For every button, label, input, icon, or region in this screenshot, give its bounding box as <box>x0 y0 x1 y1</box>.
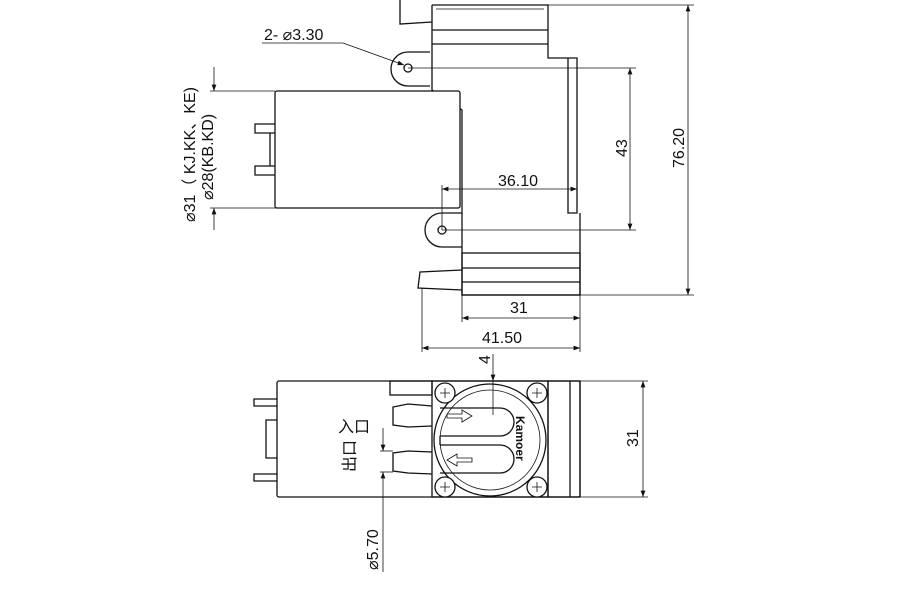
flow-channel <box>439 407 515 474</box>
motor-diameter-label-b: ⌀28(KB.KD) <box>200 114 217 200</box>
screw-icons <box>434 382 548 498</box>
pump-head-ring <box>433 383 547 497</box>
port-diameter-label: ⌀5.70 <box>365 529 382 570</box>
brand-logo: Kamoer <box>513 416 527 461</box>
depth-label: 4 <box>477 355 494 364</box>
total-width-label: 41.50 <box>482 330 522 347</box>
top-tube-fitting <box>399 0 433 25</box>
bottom-block <box>461 252 581 296</box>
side-view: Kamoer 入口 出口 ⌀5.70 4 31 <box>253 354 648 572</box>
mount-ear-top <box>390 51 430 87</box>
inlet-fitting <box>392 403 433 428</box>
hole-dimension-label: 2- ⌀3.30 <box>264 27 324 44</box>
motor <box>274 90 461 209</box>
offset-label: 36.10 <box>498 173 538 190</box>
total-height-label: 76.20 <box>671 128 688 168</box>
motor-diameter-label-a: ⌀31（ KJ.KK、KE) <box>181 87 199 222</box>
bottom-tube-fitting <box>417 269 463 291</box>
outlet-arrow-icon <box>446 453 473 467</box>
top-view: 2- ⌀3.30 ⌀31（ KJ.KK、KE) ⌀28(KB.KD) 43 76… <box>181 0 694 352</box>
outlet-fitting <box>392 450 433 475</box>
inlet-label: 入口 <box>338 419 370 436</box>
end-cap <box>547 380 581 498</box>
side-height-label: 31 <box>625 429 642 447</box>
head-width-label: 31 <box>510 300 528 317</box>
mount-ear-bottom <box>424 212 462 248</box>
motor-terminals <box>254 123 275 176</box>
outlet-label: 出口 <box>341 440 359 472</box>
inlet-arrow-icon <box>446 409 473 423</box>
mount-height-label: 43 <box>614 139 631 157</box>
side-terminals <box>253 398 277 482</box>
